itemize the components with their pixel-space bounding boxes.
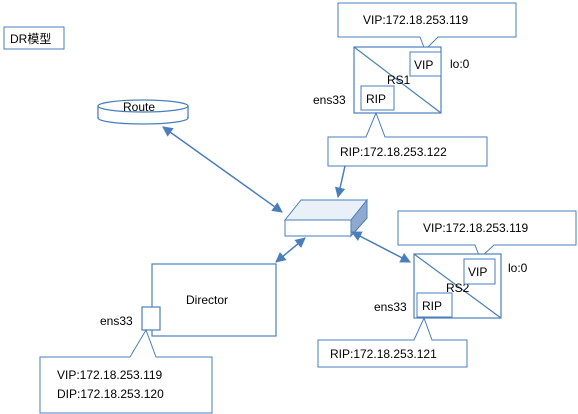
director-switch-link (275, 237, 306, 263)
director-ens: ens33 (100, 314, 133, 328)
rs2-rip-box: RIP (422, 299, 442, 313)
rs1-rip-box: RIP (366, 92, 386, 106)
route-label: Route (123, 100, 155, 114)
rs1-vip-box: VIP (414, 58, 433, 72)
rs2-rip-callout: RIP:172.18.253.121 (330, 347, 437, 361)
rs2-server: VIP:172.18.253.119 RS2 VIP lo:0 RIP ens3… (317, 210, 577, 368)
rs2-vip-box: VIP (468, 265, 487, 279)
rs2-vip-callout: VIP:172.18.253.119 (423, 221, 529, 235)
rs1-switch-link (334, 165, 346, 199)
switch-node (283, 198, 369, 238)
director-vip: VIP:172.18.253.119 (57, 368, 163, 382)
route-node: Route (97, 99, 189, 125)
rs1-lo: lo:0 (450, 57, 470, 71)
title-text: DR模型 (10, 32, 51, 46)
director-node: Director ens33 VIP:172.18.253.119 DIP:17… (39, 263, 277, 414)
title-box: DR模型 (3, 26, 65, 50)
rs1-ens: ens33 (313, 93, 346, 107)
route-switch-link (162, 126, 283, 213)
rs2-lo: lo:0 (508, 261, 528, 275)
rs2-ens: ens33 (374, 300, 407, 314)
rs1-vip-callout: VIP:172.18.253.119 (363, 13, 469, 27)
rs1-server: VIP:172.18.253.119 RS1 VIP lo:0 RIP ens3… (313, 2, 517, 167)
links (162, 126, 411, 263)
switch-rs2-link (351, 231, 411, 263)
director-name: Director (186, 293, 228, 307)
rs1-name: RS1 (387, 73, 411, 87)
director-dip: DIP:172.18.253.120 (57, 387, 164, 401)
rs1-rip-callout: RIP:172.18.253.122 (340, 145, 447, 159)
